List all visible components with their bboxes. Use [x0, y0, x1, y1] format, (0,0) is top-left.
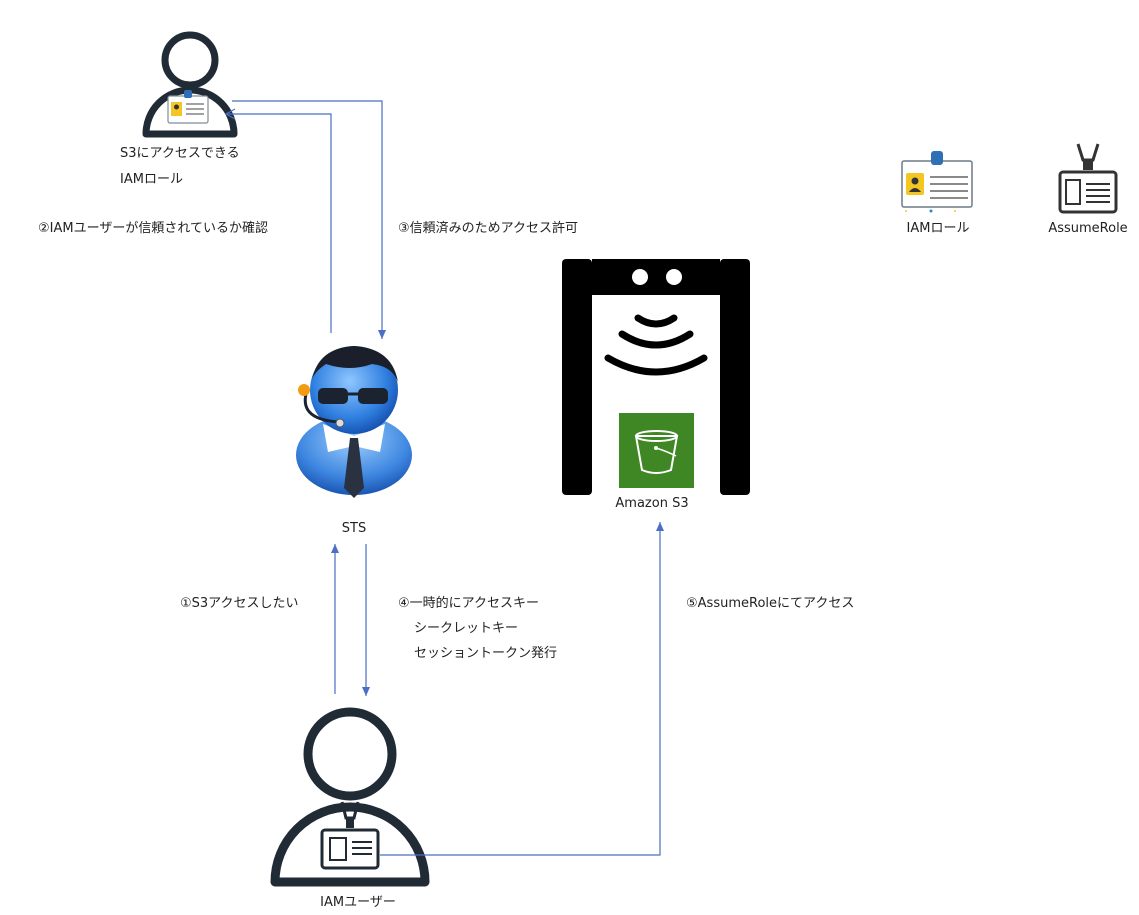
s3-label: Amazon S3 [615, 496, 689, 511]
arrow-step5 [380, 522, 664, 856]
iam-user-person-icon [270, 707, 430, 887]
legend-assume-role-icon [1058, 143, 1118, 214]
s3-gate-icon [562, 259, 750, 495]
step3-label: ③信頼済みのためアクセス許可 [398, 221, 579, 236]
legend-assume-role-label: AssumeRole [1048, 221, 1128, 236]
legend-iam-role-label: IAMロール [906, 221, 970, 236]
arrow-step3 [232, 100, 386, 339]
step4-label-line3: セッショントークン発行 [414, 646, 558, 661]
iam-role-person-icon [142, 31, 238, 138]
step4-label-line2: シークレットキー [414, 621, 519, 636]
s3-bucket-icon [619, 413, 694, 488]
step5-label: ⑤AssumeRoleにてアクセス [686, 596, 855, 611]
iam-role-label-line2: IAMロール [120, 172, 183, 187]
sts-label: STS [341, 521, 367, 536]
role-badge-icon [167, 90, 209, 124]
iam-role-label-line1: S3にアクセスできる [120, 146, 240, 161]
iam-user-label: IAMユーザー [320, 895, 396, 910]
step4-label-line1: ④一時的にアクセスキー [398, 596, 540, 611]
sts-operator-icon [296, 346, 412, 498]
step2-label: ②IAMユーザーが信頼されているか確認 [38, 221, 268, 236]
user-badge-icon [320, 801, 380, 870]
legend-iam-role-icon [901, 151, 973, 213]
arrow-step2 [224, 108, 332, 333]
step1-label: ①S3アクセスしたい [180, 596, 299, 611]
